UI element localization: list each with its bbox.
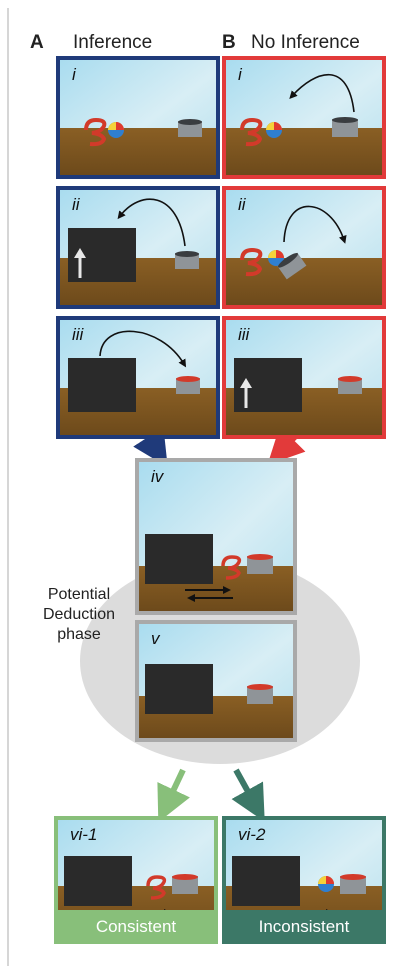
panel-a-iii: iii [56,316,220,439]
inconsistent-label: Inconsistent [222,910,386,944]
panel-label: vi-1 [70,825,98,844]
panel-b-i: i [222,56,386,179]
snake-toy-icon [84,117,107,147]
ball-icon [318,876,334,892]
panel-v: v [135,620,297,742]
panel-label: ii [238,195,246,214]
column-a-header: A Inference [30,32,152,54]
panel-iv: iv [135,458,297,615]
column-b-letter: B [222,32,236,53]
column-a-title: Inference [73,32,153,53]
arrow-to-inconsistent [231,768,265,822]
screen-occluder [145,664,213,714]
column-a-letter: A [30,32,44,53]
ball-icon [268,250,284,266]
snake-toy-icon [240,117,263,147]
pot-with-toy-icon [340,874,366,894]
deduction-phase-label: Potential Deduction phase [42,586,116,643]
screen-occluder [64,856,132,906]
panel-label: v [151,629,160,648]
pot-icon [178,119,202,137]
panel-label: vi-2 [238,825,266,844]
consistent-label: Consistent [54,910,218,944]
panel-a-ii: ii [56,186,220,309]
trajectory-arrow [117,198,186,247]
column-b-title: No Inference [251,32,360,53]
pot-with-toy-icon [176,376,200,394]
left-rule [7,8,9,966]
snake-toy-icon [240,247,263,277]
panel-b-iii: iii [222,316,386,439]
snake-toy-icon [146,875,167,900]
panel-label: i [72,65,76,84]
panel-label: ii [72,195,80,214]
back-and-forth-arrows-icon [185,586,233,602]
screen-occluder [68,358,136,412]
panel-label: iv [151,467,164,486]
pot-with-toy-icon [338,376,362,394]
trajectory-arrow [283,205,347,244]
trajectory-arrow [289,73,355,113]
panel-label: i [238,65,242,84]
pot-with-toy-icon [247,684,273,704]
panel-label: iii [72,325,84,344]
ball-icon [266,122,282,138]
arrow-to-consistent [157,768,190,823]
trajectory-arrow [99,330,187,368]
pot-icon [175,251,199,269]
snake-toy-icon [221,555,242,580]
panel-b-ii: ii [222,186,386,309]
screen-occluder [145,534,213,584]
pot-with-toy-icon [172,874,198,894]
panel-label: iii [238,325,250,344]
pot-with-toy-icon [247,554,273,574]
screen-occluder [232,856,300,906]
pot-icon [332,117,358,137]
tilted-pot-icon [277,252,307,280]
ball-icon [108,122,124,138]
panel-a-i: i [56,56,220,179]
column-b-header: B No Inference [222,32,360,54]
